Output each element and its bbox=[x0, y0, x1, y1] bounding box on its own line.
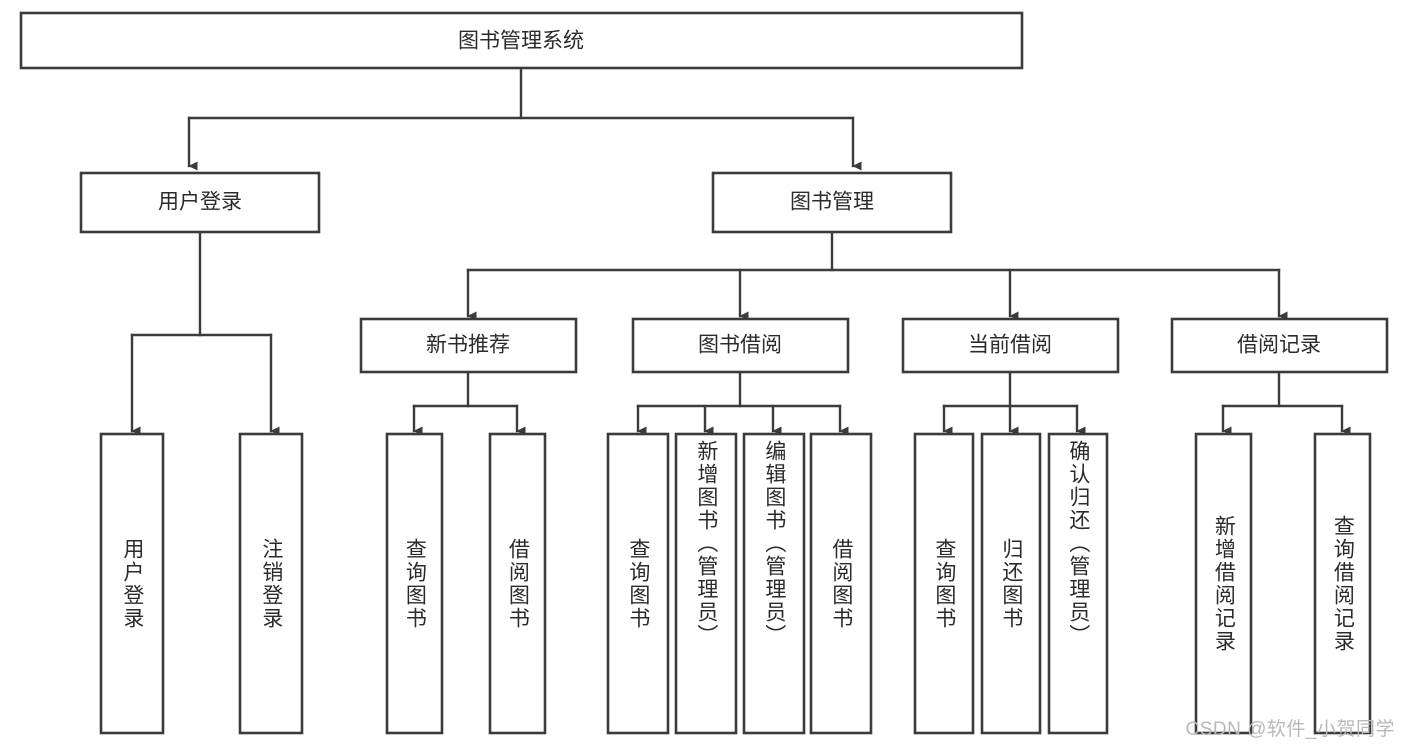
leaf-borrow-book-1-box[interactable] bbox=[488, 432, 547, 735]
connectors-new-book-recommend-to-leaves bbox=[412, 370, 526, 436]
connectors-book-manage-to-l2 bbox=[466, 230, 1288, 321]
node-book-borrow-label: 图书借阅 bbox=[698, 334, 782, 357]
leaf-boxes bbox=[99, 432, 1372, 735]
node-borrow-record[interactable]: 借阅记录 bbox=[1170, 317, 1389, 374]
leaf-add-record-box[interactable] bbox=[1194, 432, 1253, 735]
node-new-book-recommend[interactable]: 新书推荐 bbox=[359, 317, 578, 374]
connectors-root-to-l1 bbox=[187, 66, 862, 171]
leaf-query-book-1-box[interactable] bbox=[385, 432, 444, 735]
node-book-manage-box[interactable] bbox=[711, 171, 953, 234]
node-borrow-record-label: 借阅记录 bbox=[1237, 334, 1321, 357]
leaf-query-book-2-box[interactable] bbox=[606, 432, 670, 735]
node-root-label: 图书管理系统 bbox=[458, 30, 584, 53]
node-book-manage[interactable]: 图书管理 bbox=[711, 171, 953, 234]
node-current-borrow-box[interactable] bbox=[901, 317, 1120, 374]
leaf-query-book-3-box[interactable] bbox=[913, 432, 975, 735]
leaf-user-login-box[interactable] bbox=[99, 432, 165, 735]
connectors-current-borrow-to-leaves bbox=[942, 370, 1086, 436]
connectors-user-login-to-leaves bbox=[130, 230, 280, 436]
leaf-edit-book-box[interactable] bbox=[742, 432, 806, 735]
leaf-confirm-return-box[interactable] bbox=[1047, 432, 1109, 735]
node-book-borrow-box[interactable] bbox=[631, 317, 850, 374]
watermark: CSDN @软件_小贺同学 bbox=[1185, 719, 1395, 740]
leaf-user-logout-box[interactable] bbox=[238, 432, 304, 735]
node-new-book-recommend-label: 新书推荐 bbox=[426, 334, 510, 357]
node-root-box[interactable] bbox=[19, 11, 1024, 70]
node-user-login-label: 用户登录 bbox=[158, 191, 242, 214]
node-current-borrow-label: 当前借阅 bbox=[968, 334, 1052, 357]
leaf-borrow-book-2-box[interactable] bbox=[809, 432, 873, 735]
connectors-borrow-record-to-leaves bbox=[1221, 370, 1351, 436]
node-user-login-box[interactable] bbox=[79, 171, 321, 234]
node-current-borrow[interactable]: 当前借阅 bbox=[901, 317, 1120, 374]
connectors-book-borrow-to-leaves bbox=[636, 370, 849, 436]
node-book-manage-label: 图书管理 bbox=[790, 191, 874, 214]
node-book-borrow[interactable]: 图书借阅 bbox=[631, 317, 850, 374]
node-new-book-recommend-box[interactable] bbox=[359, 317, 578, 374]
leaf-return-book-box[interactable] bbox=[980, 432, 1042, 735]
leaf-query-record-box[interactable] bbox=[1313, 432, 1372, 735]
node-root[interactable]: 图书管理系统 bbox=[19, 11, 1024, 70]
node-user-login[interactable]: 用户登录 bbox=[79, 171, 321, 234]
node-borrow-record-box[interactable] bbox=[1170, 317, 1389, 374]
leaf-add-book-box[interactable] bbox=[674, 432, 738, 735]
